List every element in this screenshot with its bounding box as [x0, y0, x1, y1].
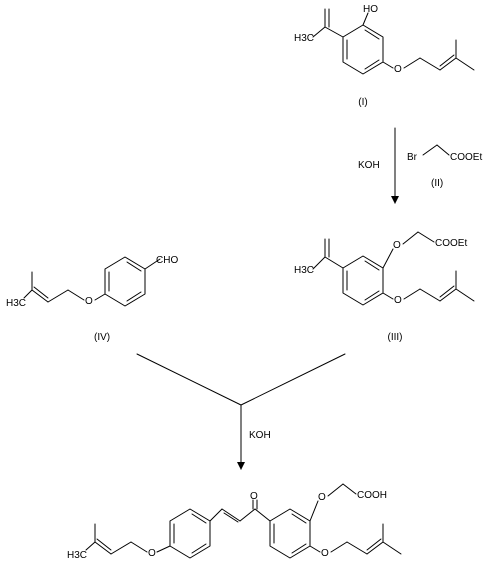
compound-iv-structure: CHO O H3C (IV) [6, 255, 178, 343]
compound-iv-aldehyde: CHO [156, 255, 178, 266]
product-methyl: H3C [67, 550, 87, 561]
compound-iii-ring-o: O [394, 295, 402, 306]
compound-iv-methyl: H3C [6, 298, 26, 309]
arrow-step-1: KOH [358, 127, 399, 204]
product-structure: O O COOH O H3C O [67, 483, 402, 561]
product-ketone-o: O [250, 491, 258, 502]
compound-ii-br: Br [407, 152, 418, 163]
compound-iv-label: (IV) [94, 332, 110, 343]
arrow-step-2: KOH [136, 353, 346, 470]
compound-iv-bonds [23, 256, 161, 307]
compound-i-structure: HO O H3C (I) [294, 4, 475, 108]
compound-iii-label: (III) [388, 332, 403, 343]
compound-iii-structure: O COOEt H3C O (III) [294, 231, 475, 343]
compound-ii-label: (II) [431, 178, 443, 189]
compound-i-methyl: H3C [294, 33, 314, 44]
reagent-step-2: KOH [249, 430, 271, 441]
compound-iii-bonds [312, 231, 475, 306]
compound-iii-ether-o: O [393, 240, 401, 251]
product-bonds [85, 483, 402, 559]
compound-i-label: (I) [358, 97, 367, 108]
product-ether-o: O [318, 492, 326, 503]
compound-ii-structure: Br COOEt (II) [407, 144, 482, 189]
compound-iv-ether-o: O [85, 296, 93, 307]
compound-ii-ester: COOEt [450, 152, 482, 163]
compound-iii-methyl: H3C [294, 265, 314, 276]
compound-i-bonds [312, 8, 475, 75]
compound-iii-ester: COOEt [435, 238, 467, 249]
compound-i-oh: HO [363, 4, 378, 15]
compound-i-ether-o: O [394, 64, 402, 75]
product-acid: COOH [357, 490, 387, 501]
reagent-step-1: KOH [358, 160, 380, 171]
product-left-o: O [148, 548, 156, 559]
product-right-o: O [321, 548, 329, 559]
